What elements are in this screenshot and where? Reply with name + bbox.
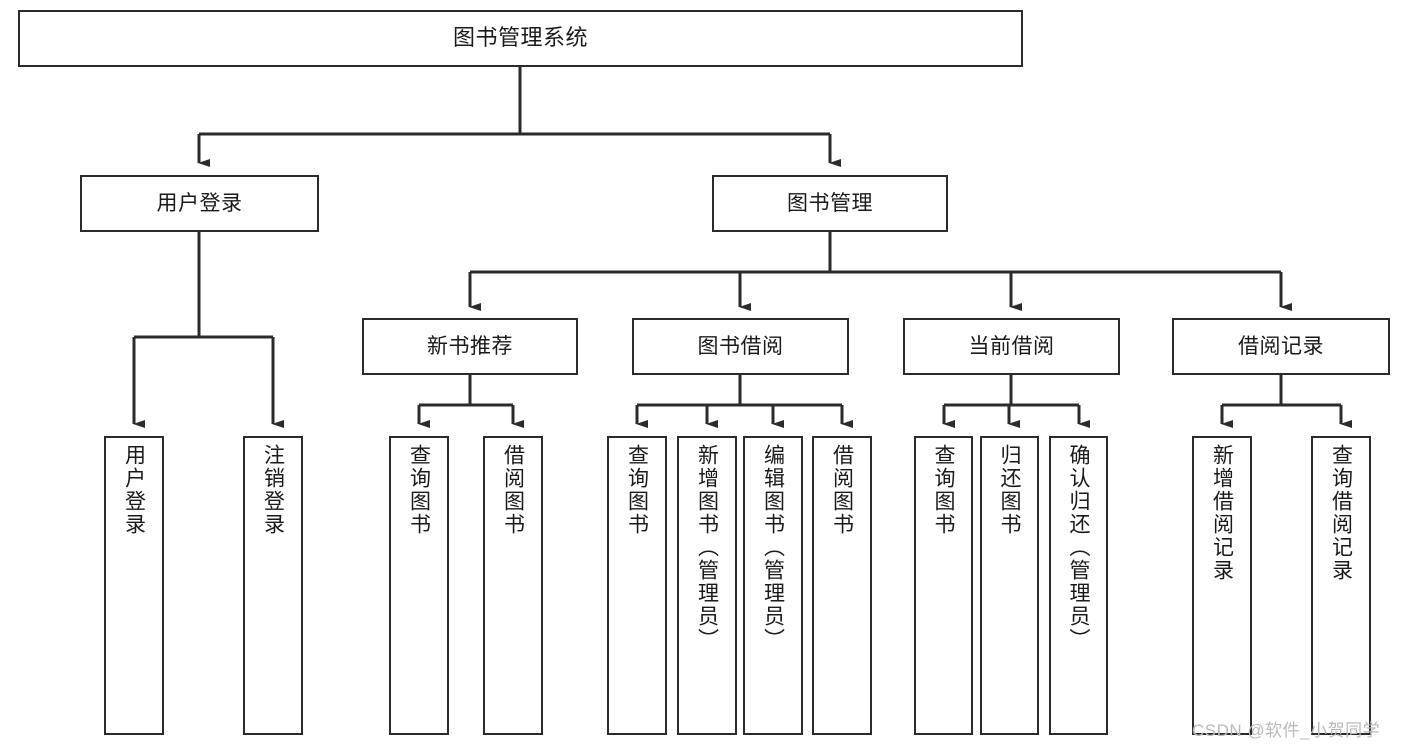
node-label: 确认归还（管理员）: [1067, 444, 1090, 651]
node-current-borrow[interactable]: 当前借阅: [903, 318, 1120, 375]
node-leaf-query-book-borrow[interactable]: 查询图书: [607, 436, 667, 735]
node-label: 编辑图书（管理员）: [761, 444, 785, 651]
csdn-watermark: CSDN @软件_小贺同学: [1192, 721, 1381, 740]
node-leaf-add-borrow-record[interactable]: 新增借阅记录: [1192, 436, 1252, 735]
node-leaf-borrow-book-recommend[interactable]: 借阅图书: [483, 436, 543, 735]
node-book-borrow[interactable]: 图书借阅: [632, 318, 849, 375]
node-label: 借阅图书: [830, 444, 854, 536]
node-label: 归还图书: [998, 444, 1021, 536]
node-label: 借阅图书: [501, 444, 525, 536]
node-book-management[interactable]: 图书管理: [712, 175, 948, 232]
node-label: 新增借阅记录: [1210, 444, 1234, 582]
node-borrow-record[interactable]: 借阅记录: [1172, 318, 1390, 375]
node-label: 当前借阅: [968, 334, 1055, 358]
node-leaf-query-borrow-record[interactable]: 查询借阅记录: [1311, 436, 1371, 735]
node-label: 图书管理: [787, 191, 873, 215]
node-leaf-borrow-book[interactable]: 借阅图书: [812, 436, 872, 735]
node-leaf-query-book-current[interactable]: 查询图书: [914, 436, 973, 735]
node-leaf-add-book-admin[interactable]: 新增图书（管理员）: [677, 436, 737, 735]
node-label: 查询图书: [932, 444, 955, 536]
node-leaf-edit-book-admin[interactable]: 编辑图书（管理员）: [743, 436, 803, 735]
node-leaf-user-login[interactable]: 用户登录: [104, 436, 164, 735]
node-leaf-confirm-return-admin[interactable]: 确认归还（管理员）: [1049, 436, 1108, 735]
node-label: 新增图书（管理员）: [695, 444, 719, 651]
node-root-book-management-system[interactable]: 图书管理系统: [18, 10, 1023, 67]
node-label: 查询图书: [625, 444, 649, 536]
node-label: 图书管理系统: [452, 25, 588, 51]
node-label: 用户登录: [156, 191, 243, 215]
node-label: 注销登录: [261, 444, 285, 536]
node-leaf-query-book-recommend[interactable]: 查询图书: [389, 436, 449, 735]
node-leaf-logout[interactable]: 注销登录: [243, 436, 303, 735]
node-label: 借阅记录: [1238, 334, 1324, 358]
node-label: 查询借阅记录: [1329, 444, 1353, 582]
node-leaf-return-book[interactable]: 归还图书: [980, 436, 1039, 735]
node-label: 查询图书: [407, 444, 431, 536]
node-label: 用户登录: [122, 444, 146, 536]
node-label: 图书借阅: [697, 334, 784, 358]
node-label: 新书推荐: [427, 334, 513, 358]
node-new-book-recommend[interactable]: 新书推荐: [362, 318, 578, 375]
node-user-login[interactable]: 用户登录: [80, 175, 319, 232]
